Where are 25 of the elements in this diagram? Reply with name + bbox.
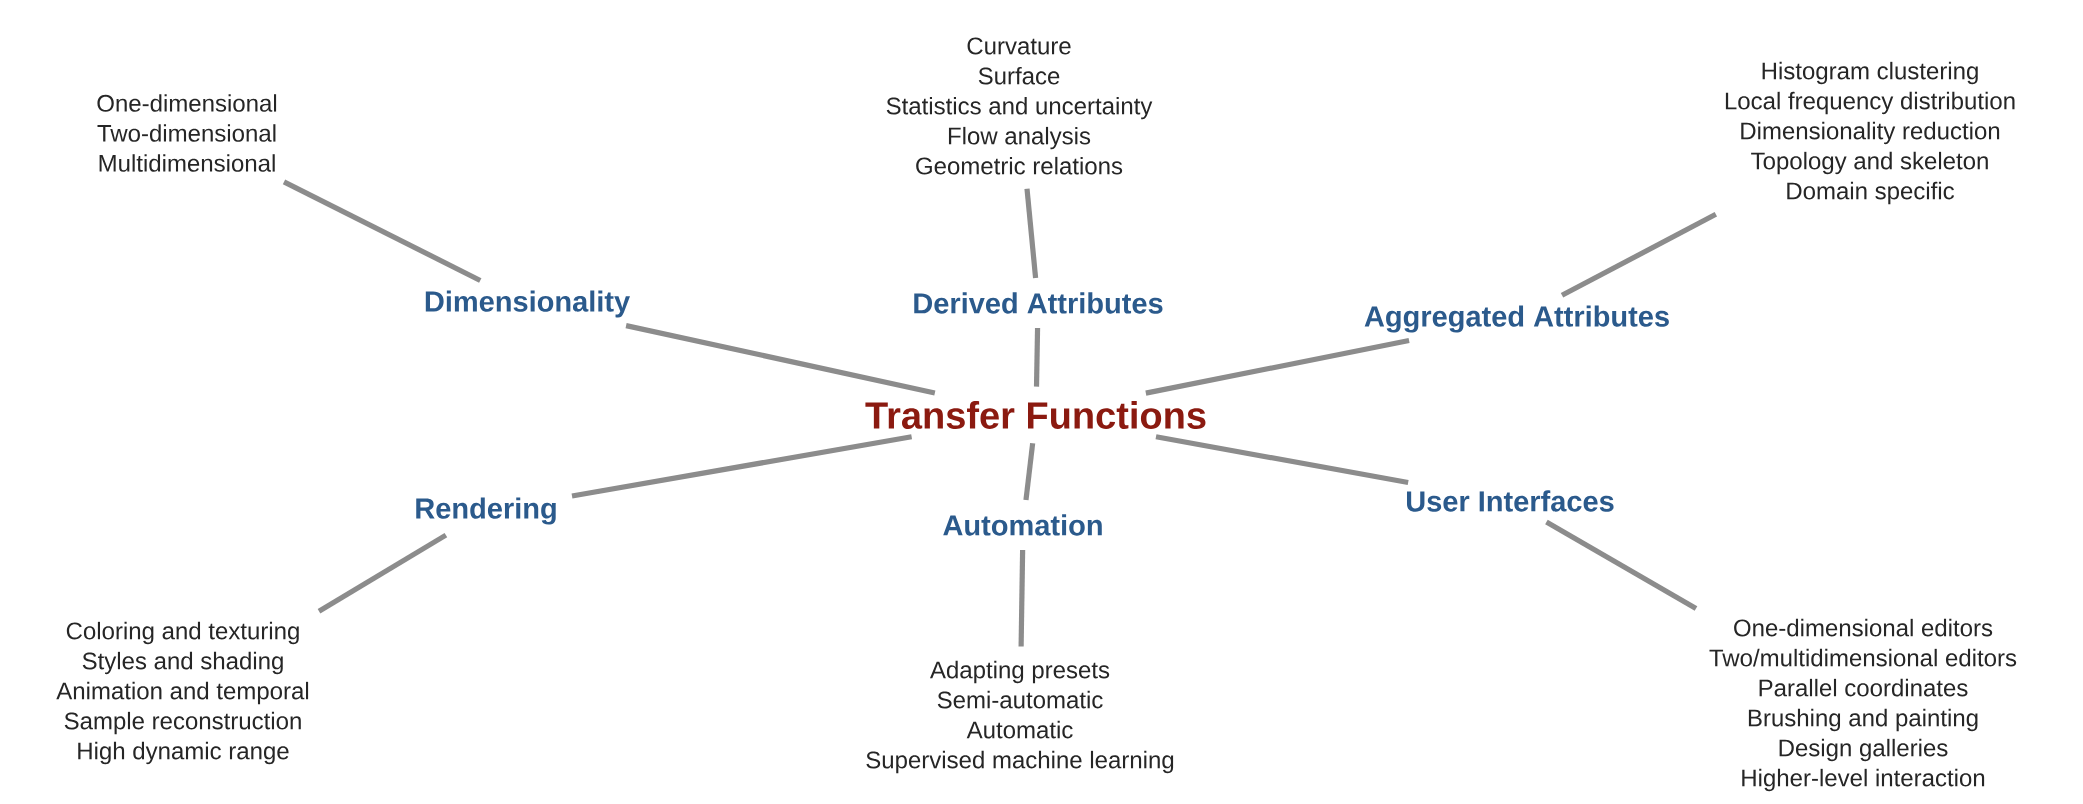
connector-line — [1023, 443, 1036, 501]
category-label: User Interfaces — [1407, 490, 1614, 512]
connector-line — [282, 179, 482, 283]
item-list: One-dimensional editors Two/multidimensional editors Parallel coordinates Brushing and painting Design galleries Higher-level interaction — [1709, 618, 2017, 792]
category-label: Automation — [943, 514, 1102, 536]
title-text: Transfer Functions — [865, 401, 1206, 429]
category-label: Rendering — [416, 497, 556, 525]
item-list: One-dimensional Two-dimensional Multidimensional — [97, 94, 277, 172]
connector-line — [571, 434, 913, 499]
connector-line — [1018, 550, 1026, 647]
connector-line — [625, 323, 936, 396]
connector-line — [317, 532, 448, 614]
connector-line — [1545, 519, 1698, 611]
item-list: Curvature Surface Statistics and uncertainty Flow analysis Geometric relations — [886, 37, 1153, 175]
connector-line — [1560, 212, 1718, 298]
item-list: Coloring and texturing Styles and shading Animation and temporal Sample reconstruction High dynamic range — [56, 621, 309, 765]
connector-line — [1145, 338, 1410, 396]
category-label: Aggregated Attributes — [1364, 305, 1669, 333]
item-list: Adapting presets Semi-automatic Automatic Supervised machine learning — [866, 660, 1174, 774]
category-label: Derived Attributes — [914, 292, 1163, 314]
item-list: Histogram clustering Local frequency distribution Dimensionality reduction Topology and skeleton Domain specific — [1725, 61, 2015, 205]
category-label: Dimensionality — [425, 290, 630, 318]
connector-line — [1033, 328, 1041, 387]
connector-line — [1024, 188, 1039, 279]
connector-line — [1155, 434, 1409, 486]
